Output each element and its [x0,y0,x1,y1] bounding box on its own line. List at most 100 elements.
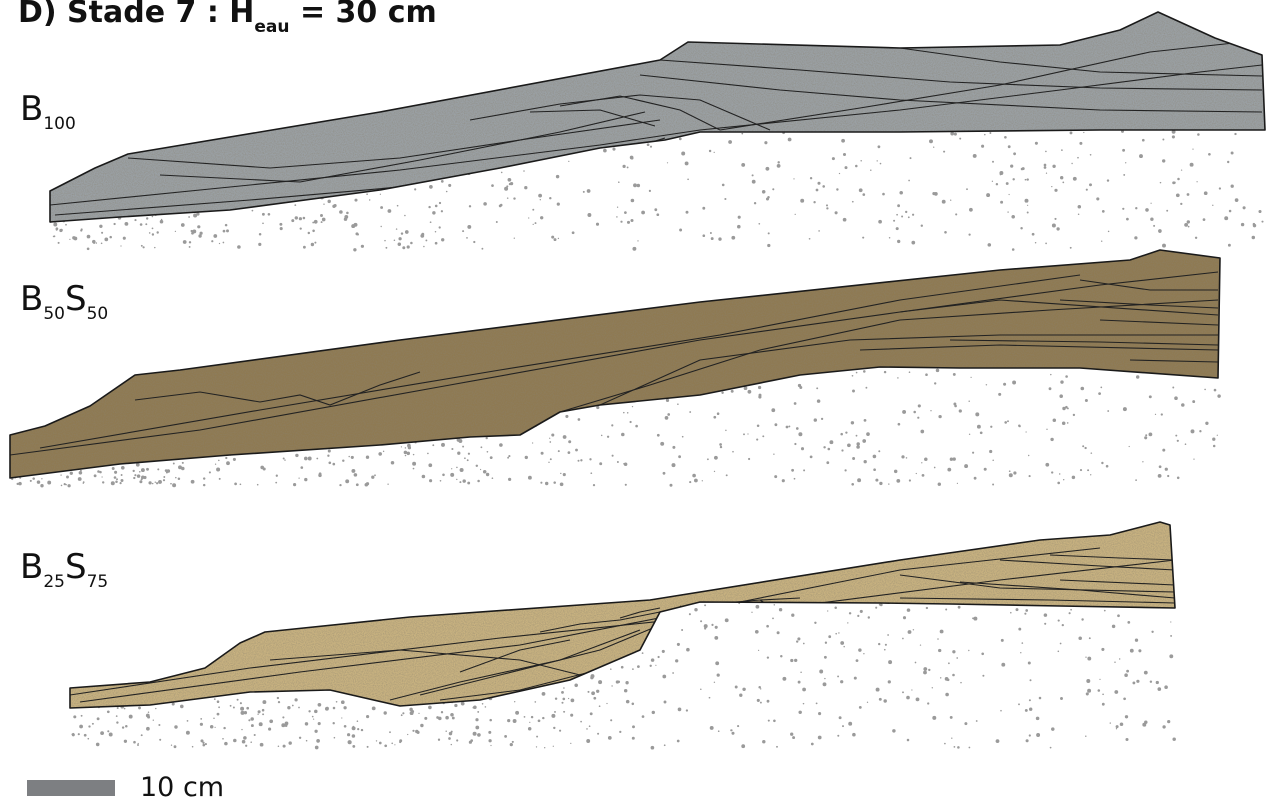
sand-grain [417,731,420,734]
sand-grain [200,718,202,720]
sand-grain [969,747,971,749]
sand-grain [355,232,358,235]
sand-grain [374,474,376,476]
sand-grain [404,215,406,217]
sand-grain [457,452,460,455]
sand-grain [285,724,288,727]
sand-grain [666,399,669,402]
sand-grain [1027,178,1029,180]
sand-grain [621,433,625,437]
sand-grain [837,675,839,677]
sand-grain [677,740,680,743]
sand-grain [1099,679,1100,680]
sand-grain [950,716,953,719]
sand-grain [1149,433,1153,437]
sand-grain [99,471,102,474]
sand-grain [973,154,977,158]
sand-grain [908,180,910,182]
sand-grain [882,193,885,196]
sand-grain [940,630,944,634]
sand-grain [663,472,666,475]
sand-grain [115,481,118,484]
sand-grain [974,477,977,480]
sand-grain [843,218,847,222]
sand-grain [1086,679,1090,683]
sand-grain [352,734,356,738]
sand-grain [864,419,867,422]
sand-grain [742,688,745,691]
sand-grain [937,638,939,640]
sand-grain [524,716,526,718]
sand-grain [1162,139,1164,141]
sand-grain [152,483,153,484]
sand-grain [246,707,249,710]
sand-grain [764,141,767,144]
sand-grain [748,390,752,394]
sand-grain [1123,697,1126,700]
sand-grain [952,674,955,677]
sand-grain [214,698,216,700]
sand-grain [1045,463,1049,467]
sand-grain [780,655,782,657]
sand-grain [1020,227,1022,229]
sand-grain [53,235,55,237]
sand-grain [389,731,391,733]
sand-grain [163,476,165,478]
sand-grain [624,211,627,214]
sand-grain [508,478,511,481]
sand-grain [462,479,465,482]
sand-grain [306,740,308,742]
sand-grain [856,659,859,662]
sand-grain [1196,181,1197,182]
sand-grain [839,173,840,174]
sand-grain [735,686,738,689]
sand-grain [715,661,719,665]
sand-grain [47,481,51,485]
sand-grain [1085,399,1088,402]
sand-grain [1150,680,1152,682]
sand-grain [1050,438,1053,441]
sand-grain [1102,210,1105,213]
sand-grain [418,713,419,714]
sand-grain [617,680,620,683]
sand-grain [1107,410,1109,412]
sand-grain [279,223,282,226]
sand-grain [1188,226,1190,228]
sand-grain [788,425,790,427]
sand-grain [774,475,777,478]
sand-grain [200,723,203,726]
sand-grain [1000,710,1002,712]
sand-grain [773,454,774,455]
sand-grain [1053,419,1057,423]
sand-grain [87,235,91,239]
sand-grain [1229,210,1232,213]
sand-grain [473,706,477,710]
sand-grain [78,477,82,481]
sand-grain [304,457,308,461]
sand-grain [116,715,118,717]
sand-grain [591,674,595,678]
sand-grain [1144,671,1148,675]
sand-grain [277,697,279,699]
sand-grain [1170,635,1172,637]
sand-grain [289,741,292,744]
sand-grain [752,180,756,184]
sand-grain [1135,639,1138,642]
sand-grain [952,650,955,653]
sand-grain [240,702,242,704]
sand-grain [398,243,401,246]
sand-grain [123,237,126,240]
sand-grain [133,470,135,472]
sand-grain [767,244,770,247]
sand-grain [401,232,403,234]
sand-grain [145,223,147,225]
sand-grain [908,216,910,218]
sand-grain [376,740,377,741]
sand-grain [300,466,303,469]
sand-grain [1025,179,1027,181]
sand-grain [281,723,285,727]
sand-grain [933,147,934,148]
sand-grain [421,233,424,236]
sand-grain [879,698,882,701]
sand-grain [682,436,684,438]
